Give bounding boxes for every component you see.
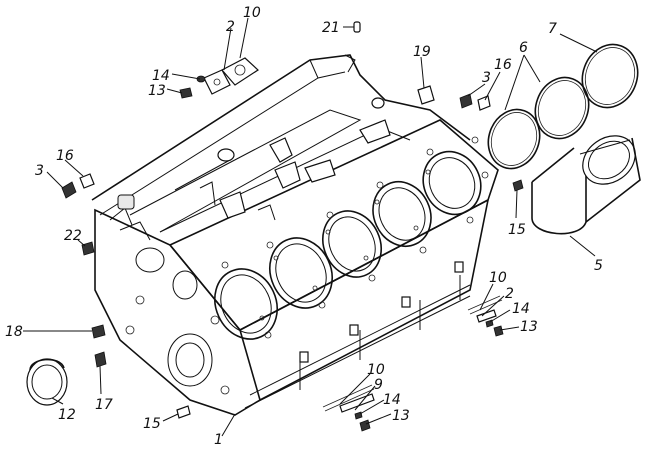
callout-14-lower: 14 <box>383 392 401 408</box>
valley-brackets <box>199 97 391 221</box>
callout-2-upper: 2 <box>226 19 235 35</box>
callout-12: 12 <box>58 407 76 423</box>
callout-16-right: 16 <box>494 57 512 73</box>
callout-16-left: 16 <box>56 148 74 164</box>
flange-10-upper <box>221 57 259 86</box>
callout-15-right: 15 <box>508 222 526 238</box>
seal-rings <box>487 43 639 170</box>
callout-13-middle: 13 <box>520 319 538 335</box>
plug-cap <box>26 358 68 406</box>
gasket-2-upper <box>203 69 231 95</box>
callout-17: 17 <box>95 397 113 413</box>
leader-lines <box>23 17 598 437</box>
callout-14-upper: 14 <box>152 68 170 84</box>
callout-labels: 10 2 21 7 6 19 16 3 14 13 16 3 22 15 5 1… <box>5 5 603 448</box>
callout-22: 22 <box>64 228 82 244</box>
cylinder-block <box>91 54 499 416</box>
callout-13-upper: 13 <box>148 83 166 99</box>
callout-1: 1 <box>214 432 223 448</box>
callout-6: 6 <box>519 40 528 56</box>
callout-2-middle: 2 <box>505 286 514 302</box>
callout-5: 5 <box>594 258 603 274</box>
callout-15-lower: 15 <box>143 416 161 432</box>
cylinder-liner <box>531 135 641 235</box>
callout-9: 9 <box>374 377 383 393</box>
callout-21: 21 <box>322 20 340 36</box>
callout-13-lower: 13 <box>392 408 410 424</box>
block-boss <box>117 194 135 210</box>
cylinder-bores <box>214 136 489 340</box>
front-face-details <box>109 194 230 395</box>
callout-3-left: 3 <box>35 163 44 179</box>
callout-18: 18 <box>5 324 23 340</box>
callout-10-lower: 10 <box>367 362 385 378</box>
callout-10-upper: 10 <box>243 5 261 21</box>
callout-7: 7 <box>548 21 557 37</box>
callout-10-middle: 10 <box>489 270 507 286</box>
callout-3-right: 3 <box>482 70 491 86</box>
callout-19: 19 <box>413 44 431 60</box>
callout-14-middle: 14 <box>512 301 530 317</box>
small-hardware <box>61 21 524 432</box>
